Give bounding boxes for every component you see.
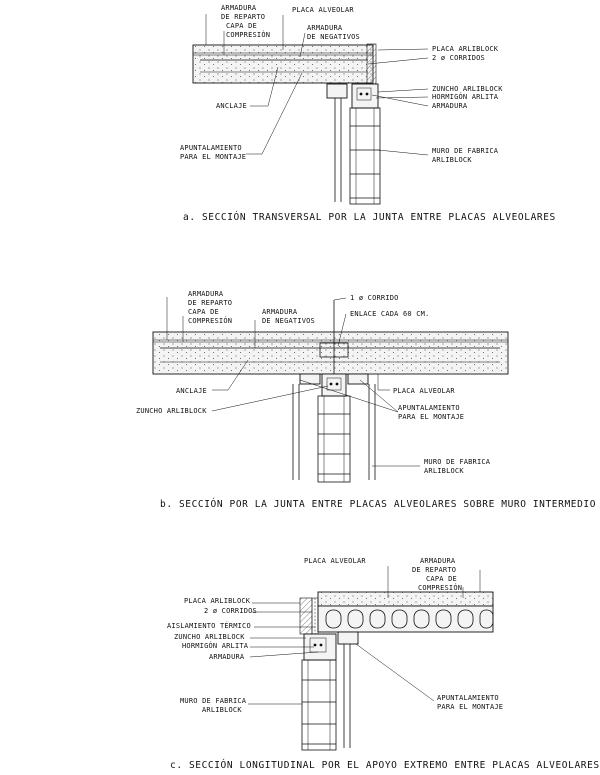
label-placa-alveolar-c: PLACA ALVEOLAR bbox=[304, 557, 366, 565]
label-anclaje-a: ANCLAJE bbox=[216, 102, 247, 110]
label-hormigon-a: HORMIGÓN ARLITA bbox=[432, 92, 499, 101]
zuncho-b bbox=[321, 373, 347, 397]
label-placa-arliblock-c: PLACA ARLIBLOCK bbox=[184, 597, 251, 605]
label-placa-arliblock-a: PLACA ARLIBLOCK bbox=[432, 45, 499, 53]
wall-b bbox=[317, 395, 351, 483]
label-placa-alveolar-b: PLACA ALVEOLAR bbox=[393, 387, 455, 395]
caption-c: c. SECCIÓN LONGITUDINAL POR EL APOYO EXT… bbox=[170, 759, 600, 771]
wall-c bbox=[301, 659, 337, 751]
caption-b: b. SECCIÓN POR LA JUNTA ENTRE PLACAS ALV… bbox=[160, 498, 596, 510]
label-anclaje-b: ANCLAJE bbox=[176, 387, 207, 395]
label-corrido-b: 1 ø CORRIDO bbox=[350, 294, 399, 302]
slab-voids-c bbox=[325, 609, 494, 629]
zuncho-a bbox=[351, 83, 379, 109]
wall-a bbox=[349, 107, 381, 205]
label-armadura-c: ARMADURA bbox=[209, 653, 245, 661]
label-placa-alveolar-a: PLACA ALVEOLAR bbox=[292, 6, 354, 14]
label-zuncho-c: ZUNCHO ARLIBLOCK bbox=[174, 633, 245, 641]
label-corridos-a: 2 ø CORRIDOS bbox=[432, 54, 485, 62]
label-aislamiento-c: AISLAMIENTO TÉRMICO bbox=[167, 621, 251, 630]
label-zuncho-a: ZUNCHO ARLIBLOCK bbox=[432, 85, 503, 93]
label-zuncho-b: ZUNCHO ARLIBLOCK bbox=[136, 407, 207, 415]
label-corridos-c: 2 ø CORRIDOS bbox=[204, 607, 257, 615]
label-enlace-b: ENLACE CADA 60 CM. bbox=[350, 310, 429, 318]
caption-a: a. SECCIÓN TRANSVERSAL POR LA JUNTA ENTR… bbox=[183, 211, 556, 223]
label-hormigon-c: HORMIGÓN ARLITA bbox=[182, 641, 249, 650]
label-armadura-a: ARMADURA bbox=[432, 102, 468, 110]
